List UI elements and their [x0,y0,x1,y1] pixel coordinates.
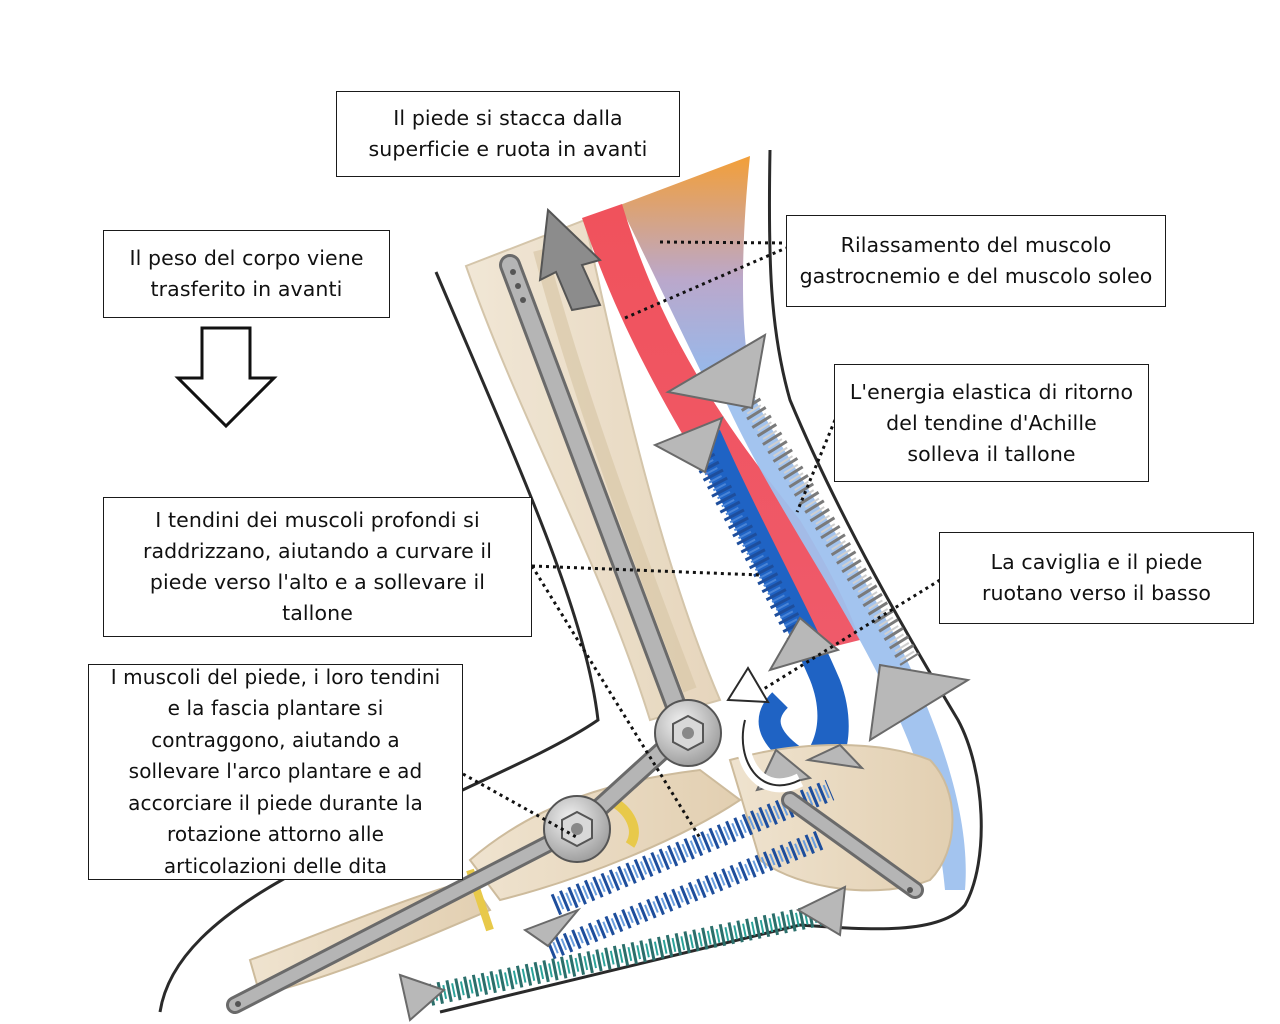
gastrocnemius-muscle [582,204,860,650]
callout-ankle-rotation-text: La caviglia e il piede ruotano verso il … [981,550,1212,605]
callout-foot-lifts-text: Il piede si stacca dalla superficie e ru… [368,106,648,161]
achilles-tendon [725,380,966,890]
callout-deep-tendons-text: I tendini dei muscoli profondi si raddri… [142,508,493,625]
leader-relax-2 [624,246,787,320]
callout-foot-muscles: I muscoli del piede, i loro tendini e la… [88,664,463,880]
rotation-arrow-icon [726,666,804,793]
callout-weight-transfer: Il peso del corpo viene trasferito in av… [103,230,390,318]
callout-muscle-relaxation: Rilassamento del muscolo gastrocnemio e … [786,215,1166,307]
leader-relax-1 [659,240,787,245]
callout-ankle-rotation: La caviglia e il piede ruotano verso il … [939,532,1254,624]
achilles-spring [735,389,920,666]
plantar-springs [427,779,835,1006]
callout-deep-tendons: I tendini dei muscoli profondi si raddri… [103,497,532,637]
callout-foot-lifts: Il piede si stacca dalla superficie e ru… [336,91,680,177]
ankle-joint-nut [654,699,722,767]
callout-muscle-relaxation-text: Rilassamento del muscolo gastrocnemio e … [799,233,1153,288]
down-arrow-icon [174,326,278,429]
leader-deep-2 [530,565,702,839]
leader-foot [462,772,579,840]
leader-elastic [795,419,837,513]
toe-joint-nut [543,795,611,863]
leader-lines [462,240,941,840]
callout-achilles-elastic: L'energia elastica di ritorno del tendin… [834,364,1149,482]
callout-achilles-elastic-text: L'energia elastica di ritorno del tendin… [849,379,1134,466]
leader-deep-1 [531,564,761,577]
callout-weight-transfer-text: Il peso del corpo viene trasferito in av… [129,246,364,301]
callout-foot-muscles-text: I muscoli del piede, i loro tendini e la… [110,664,441,878]
lift-arrow-icon [538,207,602,312]
